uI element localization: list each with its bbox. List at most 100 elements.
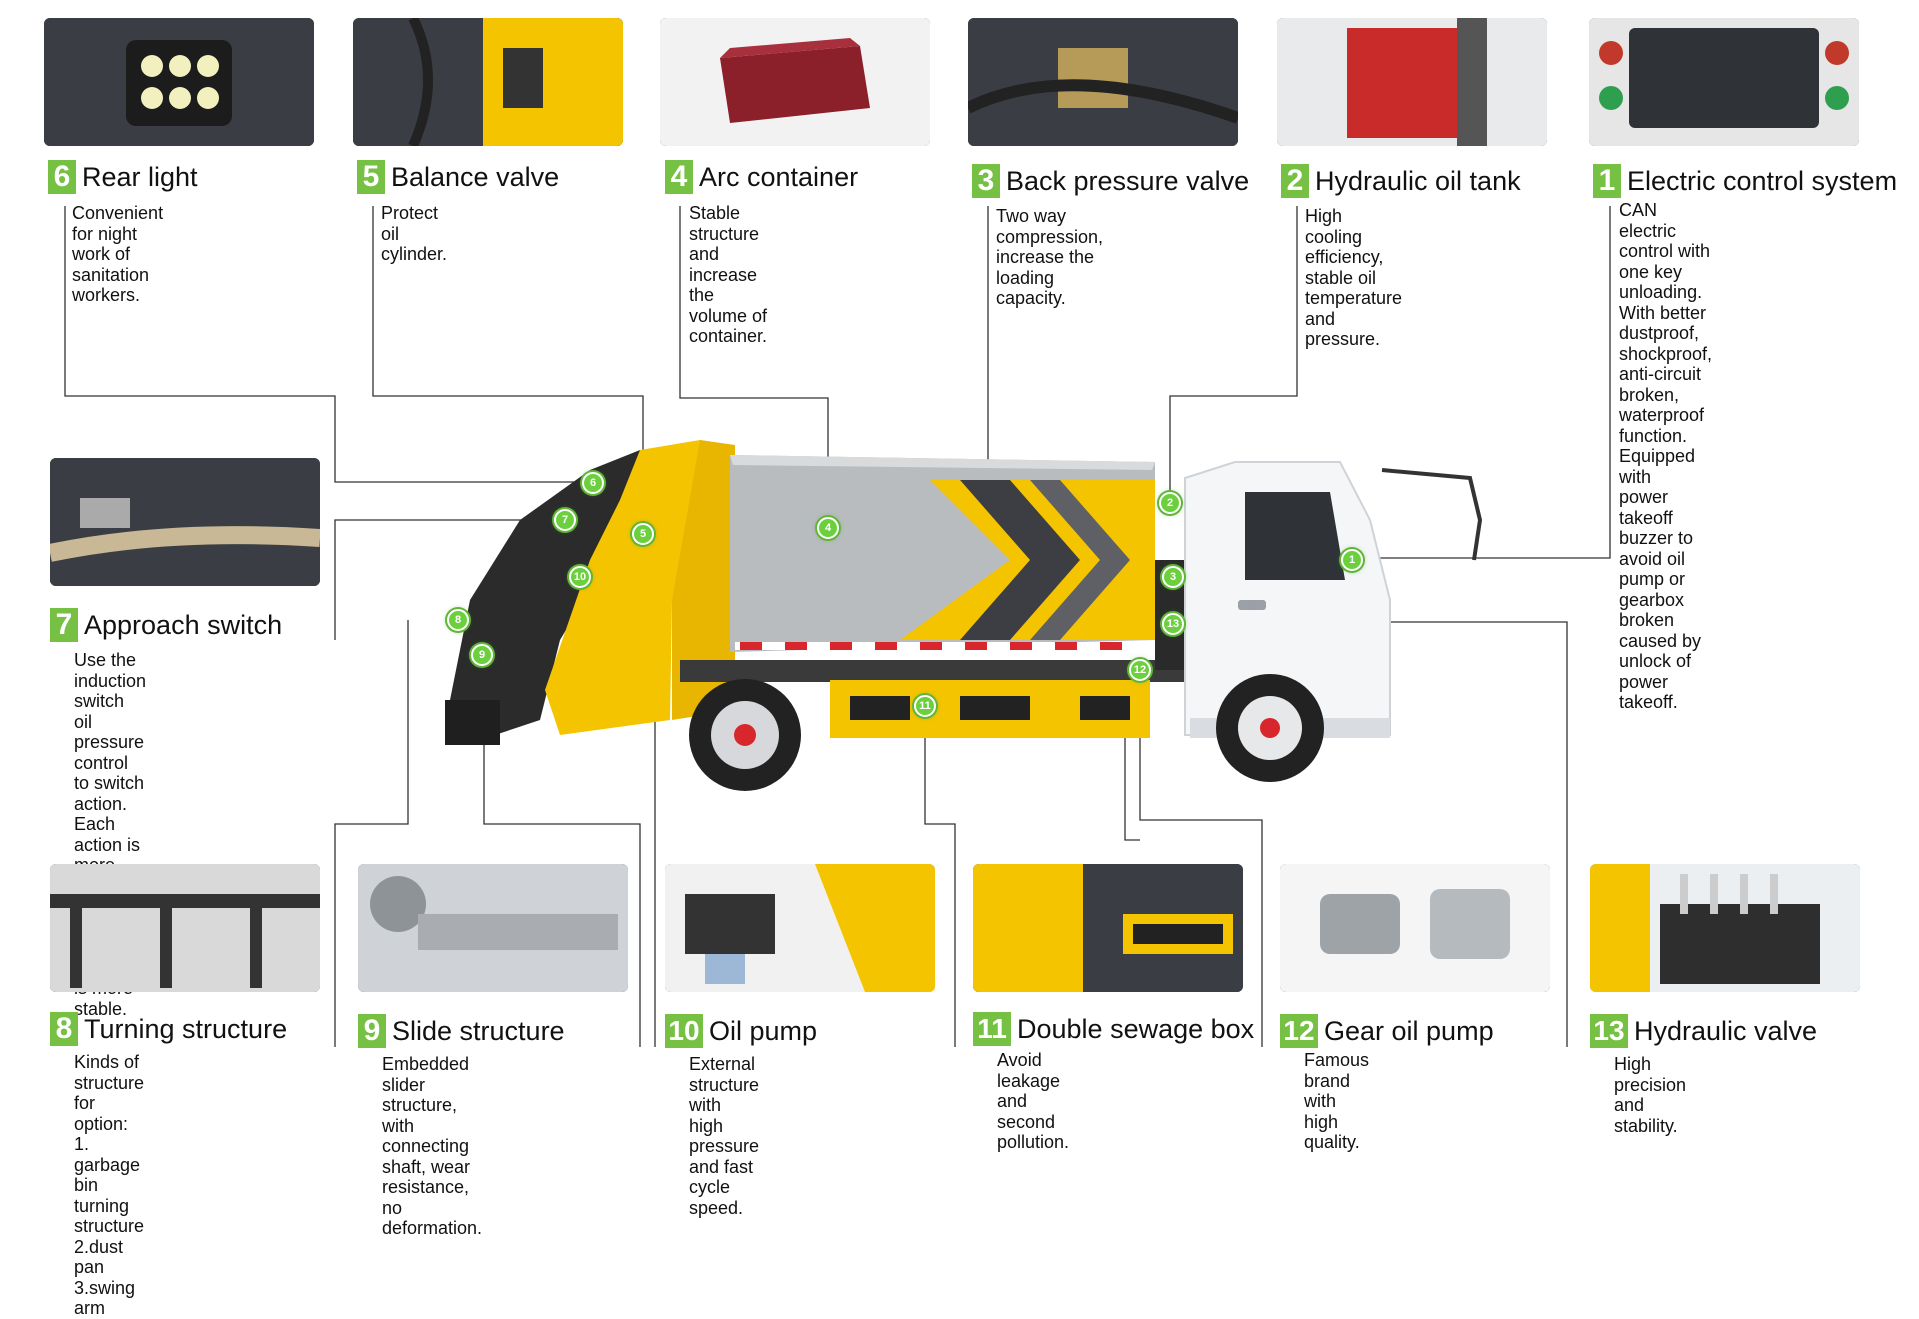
feature-number-badge: 10 [665, 1014, 703, 1048]
hydraulic-valve-icon [1590, 864, 1860, 992]
pressure-valve-icon [968, 18, 1238, 146]
feature-description: High precision and stability. [1614, 1054, 1686, 1136]
callout-marker-3: 3 [1162, 566, 1184, 588]
callout-marker-13: 13 [1162, 613, 1184, 635]
feature-title: Hydraulic oil tank [1315, 166, 1521, 196]
container-icon [660, 18, 930, 146]
callout-marker-12: 12 [1129, 659, 1151, 681]
feature-description: High cooling efficiency,stable oil tempe… [1305, 206, 1402, 350]
balance-valve-icon [353, 18, 623, 146]
truck-drawing [445, 440, 1483, 791]
feature-title: Back pressure valve [1006, 166, 1250, 196]
feature-number-badge: 1 [1593, 164, 1621, 198]
callout-marker-6: 6 [582, 472, 604, 494]
callout-marker-11: 11 [914, 695, 936, 717]
feature-number-badge: 6 [48, 160, 76, 194]
slider-icon [358, 864, 628, 992]
feature-title: Slide structure [392, 1016, 565, 1046]
feature-number-badge: 13 [1590, 1014, 1628, 1048]
description-line: Use the induction switch oil [74, 650, 147, 732]
description-line: unloading. With better dustproof, [1619, 282, 1707, 343]
description-line: shockproof, anti-circuit broken, [1619, 343, 1713, 405]
sewage-box-icon [973, 864, 1243, 992]
feature-number-badge: 5 [357, 160, 385, 194]
feature-title: Balance valve [391, 162, 560, 192]
feature-title: Rear light [82, 162, 198, 192]
gear-pump-icon [1280, 864, 1550, 992]
description-line: pollution. [997, 1132, 1070, 1152]
feature-number-badge: 11 [973, 1012, 1011, 1046]
description-line: CAN electric control with one key [1619, 200, 1711, 282]
description-line: quality. [1304, 1132, 1360, 1152]
feature-title: Double sewage box [1017, 1014, 1255, 1044]
control-panel-icon [1589, 18, 1859, 146]
callout-marker-8: 8 [447, 609, 469, 631]
description-line: Convenient for night work of [72, 203, 164, 264]
description-line: unlock of power takeoff. [1619, 651, 1692, 712]
description-line: 1. garbage bin turning structure [74, 1134, 145, 1236]
callout-marker-1: 1 [1341, 549, 1363, 571]
feature-number-badge: 2 [1281, 164, 1309, 198]
feature-title: Oil pump [709, 1016, 818, 1046]
description-line: stable oil temperature and [1305, 267, 1403, 329]
feature-title: Electric control system [1627, 166, 1898, 196]
callout-marker-7: 7 [554, 509, 576, 531]
description-line: increase the loading capacity. [996, 247, 1095, 308]
description-line: 3.swing arm [74, 1277, 136, 1319]
description-line: High cooling efficiency, [1305, 206, 1384, 267]
description-line: High precision and stability. [1614, 1054, 1687, 1136]
description-line: pressure control to switch [74, 732, 145, 793]
feature-number-badge: 8 [50, 1012, 78, 1046]
description-line: waterproof function. Equipped with [1619, 405, 1705, 487]
turning-frame-icon [50, 864, 320, 992]
callout-marker-2: 2 [1159, 492, 1181, 514]
description-line: Protect oil cylinder. [381, 203, 448, 264]
description-line: pump or gearbox broken caused by [1619, 569, 1702, 651]
description-line: Stable structure and increase [689, 203, 760, 285]
callout-marker-10: 10 [569, 566, 591, 588]
oil-pump-icon [665, 864, 935, 992]
feature-number-badge: 7 [50, 608, 78, 642]
description-line: 2.dust pan [74, 1236, 124, 1278]
description-line: Embedded slider structure, [382, 1054, 470, 1115]
feature-description: Kinds of structure for option:1. garbage… [74, 1052, 144, 1319]
feature-title: Arc container [699, 162, 859, 192]
feature-title: Approach switch [84, 610, 283, 640]
feature-number-badge: 4 [665, 160, 693, 194]
feature-title: Turning structure [84, 1014, 288, 1044]
feature-description: Protect oil cylinder. [381, 203, 447, 265]
callout-marker-4: 4 [817, 517, 839, 539]
description-line: Two way compression, [996, 206, 1104, 247]
description-line: with connecting shaft, wear [382, 1115, 471, 1177]
description-line: sanitation workers. [72, 264, 150, 306]
description-line: External structure with high [689, 1054, 760, 1136]
callout-marker-9: 9 [471, 644, 493, 666]
feature-number-badge: 3 [972, 164, 1000, 198]
description-line: the volume of container. [689, 285, 768, 346]
proximity-switch-icon [50, 458, 320, 586]
description-line: Famous brand with high [1304, 1050, 1370, 1132]
oil-tank-icon [1277, 18, 1547, 146]
led-light-icon [44, 18, 314, 146]
feature-number-badge: 9 [358, 1014, 386, 1048]
feature-description: Embedded slider structure,with connectin… [382, 1054, 482, 1239]
